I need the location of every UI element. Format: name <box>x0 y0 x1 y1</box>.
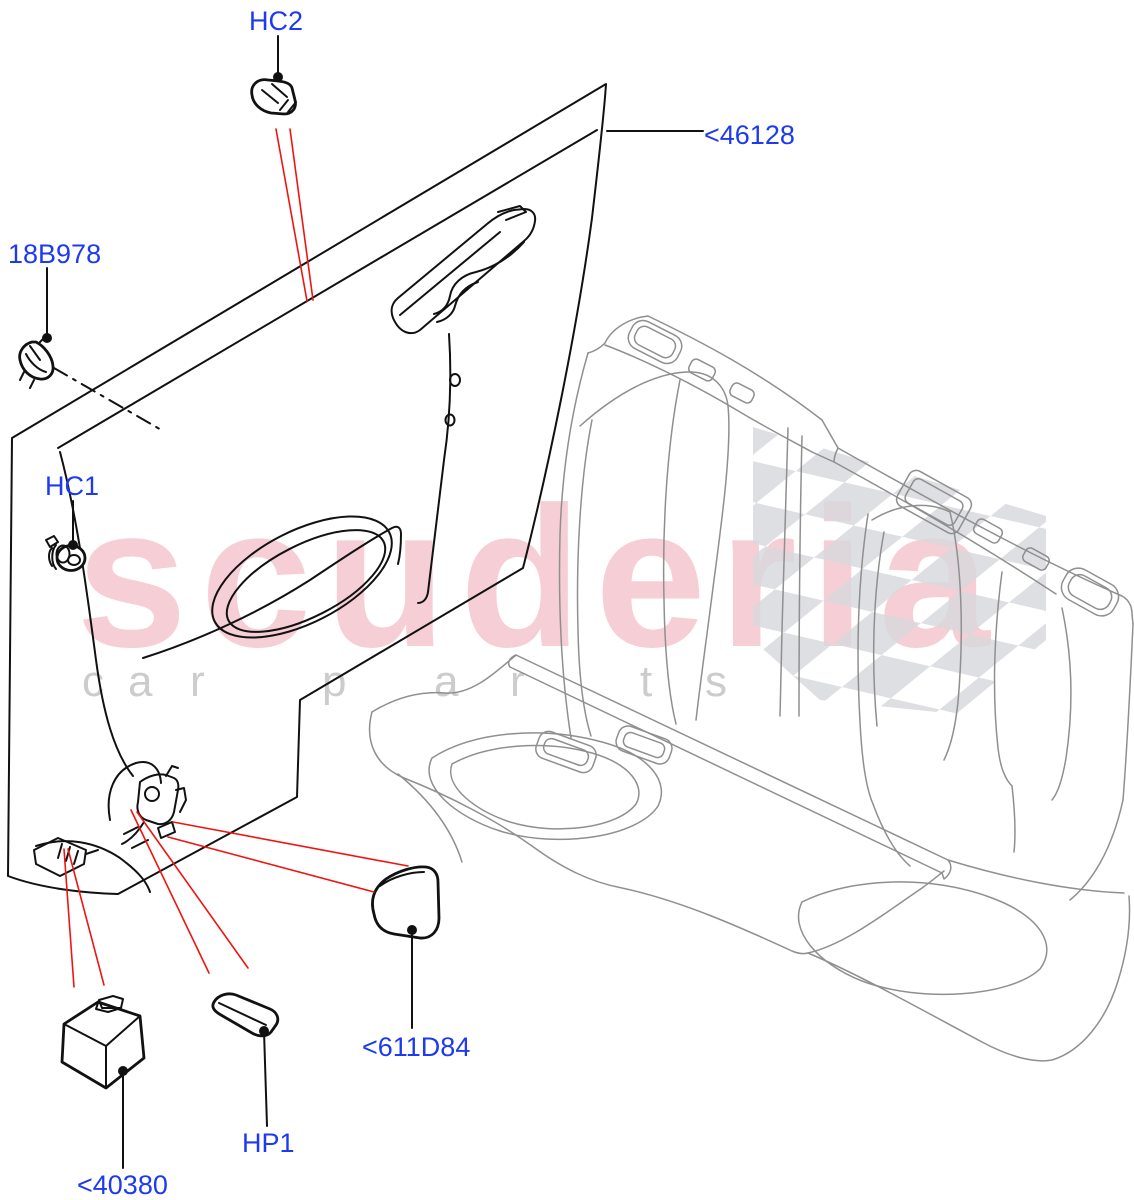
part-label-hp1[interactable]: HP1 <box>242 1128 295 1158</box>
alignment-dash-line <box>53 367 164 432</box>
checkered-flag-watermark <box>753 427 1046 714</box>
rear-seat-illustration <box>368 315 1134 1062</box>
part-label-40380[interactable]: <40380 <box>77 1170 168 1200</box>
part-blade-hp1 <box>211 992 280 1038</box>
armrest-crease <box>142 525 402 659</box>
watermark: scuderia c a r p a r t s <box>76 427 1046 714</box>
handle-recess-inner <box>225 529 387 633</box>
trim-panel-base <box>8 84 606 894</box>
part-label-hc1[interactable]: HC1 <box>45 471 99 501</box>
sill-step-line <box>35 840 151 893</box>
part-bracket-40380 <box>60 995 146 1090</box>
part-label-hc2[interactable]: HC2 <box>249 6 303 36</box>
panel-rear-crease <box>417 333 452 604</box>
corner-tab <box>33 837 99 877</box>
seat-back-right <box>833 447 1134 901</box>
part-label-46128[interactable]: <46128 <box>704 120 795 150</box>
quarter-trim-panel-illustration <box>7 83 607 895</box>
handle-recess-outer <box>211 515 393 639</box>
part-insulator-611d84 <box>371 865 441 940</box>
panel-screw-boss-2 <box>444 413 456 427</box>
leader-lines <box>42 35 704 1169</box>
watermark-tagline-text: c a r p a r t s <box>82 657 727 706</box>
seat-back-left <box>558 315 839 739</box>
red-pointer-lines <box>63 128 409 988</box>
seat-cushion <box>368 654 1131 1062</box>
part-clip-hc2 <box>250 78 297 116</box>
part-clip-18b978 <box>18 335 164 432</box>
part-label-18b978[interactable]: 18B978 <box>8 239 101 269</box>
part-labels: HC2 18B978 HC1 <46128 <611D84 HP1 <40380 <box>8 6 795 1200</box>
panel-top-flange <box>57 129 598 449</box>
panel-outline <box>7 83 607 895</box>
part-label-611d84[interactable]: <611D84 <box>362 1032 470 1062</box>
lower-pocket-hardware <box>107 761 187 849</box>
top-rail-trim <box>390 205 537 335</box>
